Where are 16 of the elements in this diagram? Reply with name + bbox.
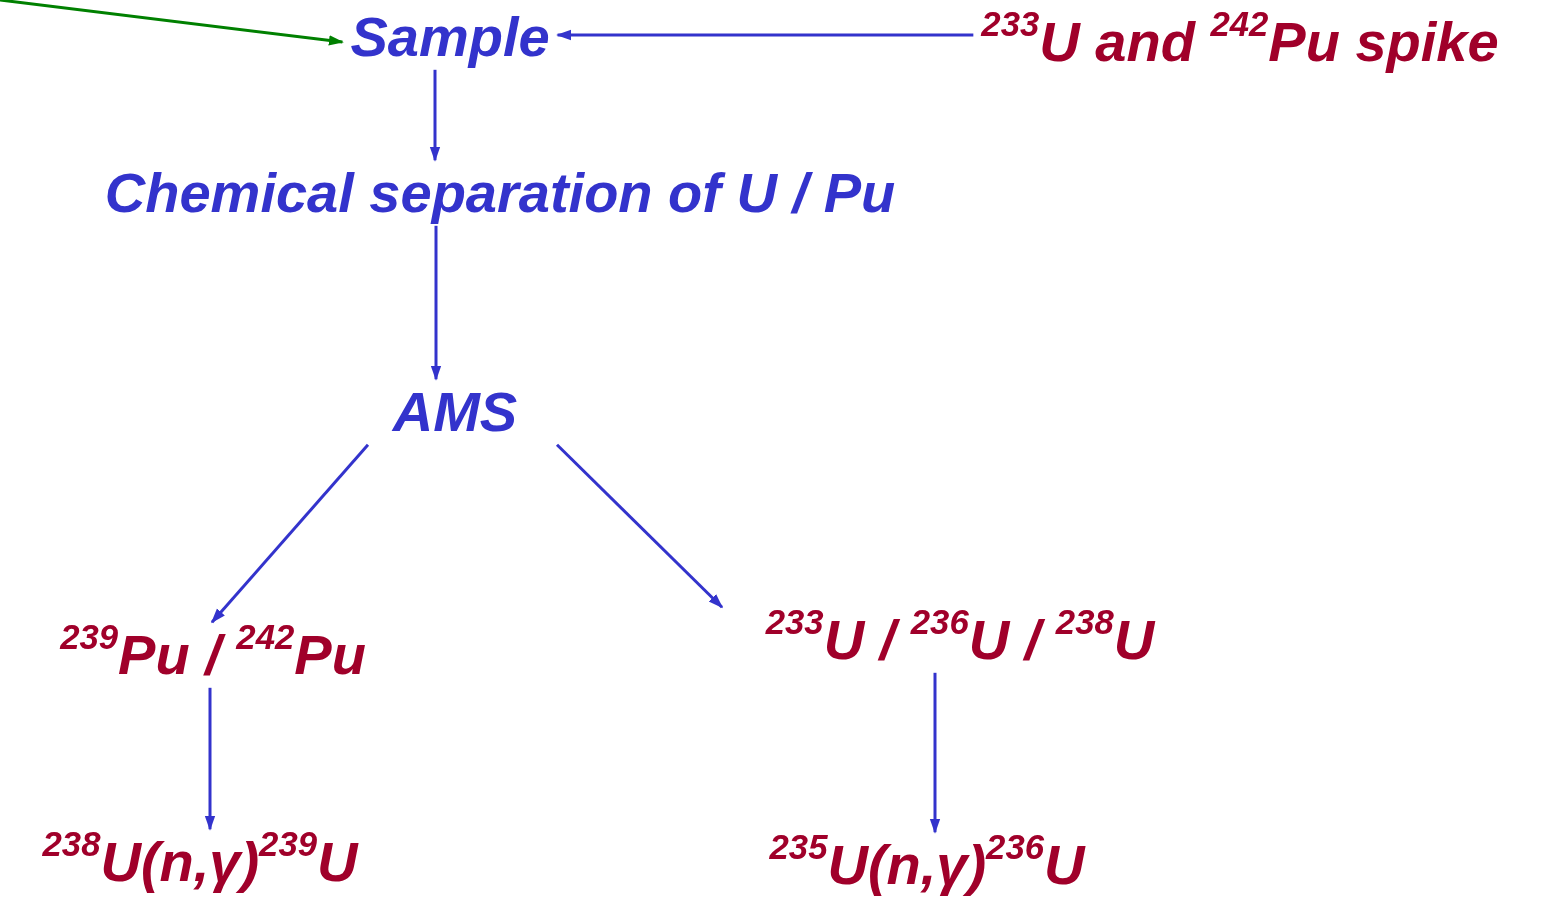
arrow: [929, 672, 941, 834]
arrow: [429, 69, 441, 162]
isotope-label: $^{235}$U(n,γ)$^{236}$U: [769, 834, 1085, 896]
process-step: Sample: [350, 6, 550, 68]
isotope-label: $^{233}$U / $^{236}$U / $^{238}$U: [765, 609, 1155, 671]
arrow: [555, 443, 724, 609]
arrow: [0, 0, 344, 46]
arrow: [430, 225, 442, 381]
process-step: AMS: [392, 381, 518, 443]
isotope-label: $^{239}$Pu / $^{242}$Pu: [60, 624, 366, 686]
arrow: [210, 443, 370, 624]
arrow: [204, 687, 216, 831]
process-step: Chemical separation of U / Pu: [104, 162, 896, 224]
isotope-label: $^{233}$U and $^{242}$Pu spike: [981, 11, 1499, 73]
isotope-label: $^{238}$U(n,γ)$^{239}$U: [42, 831, 358, 893]
arrow: [556, 29, 974, 41]
